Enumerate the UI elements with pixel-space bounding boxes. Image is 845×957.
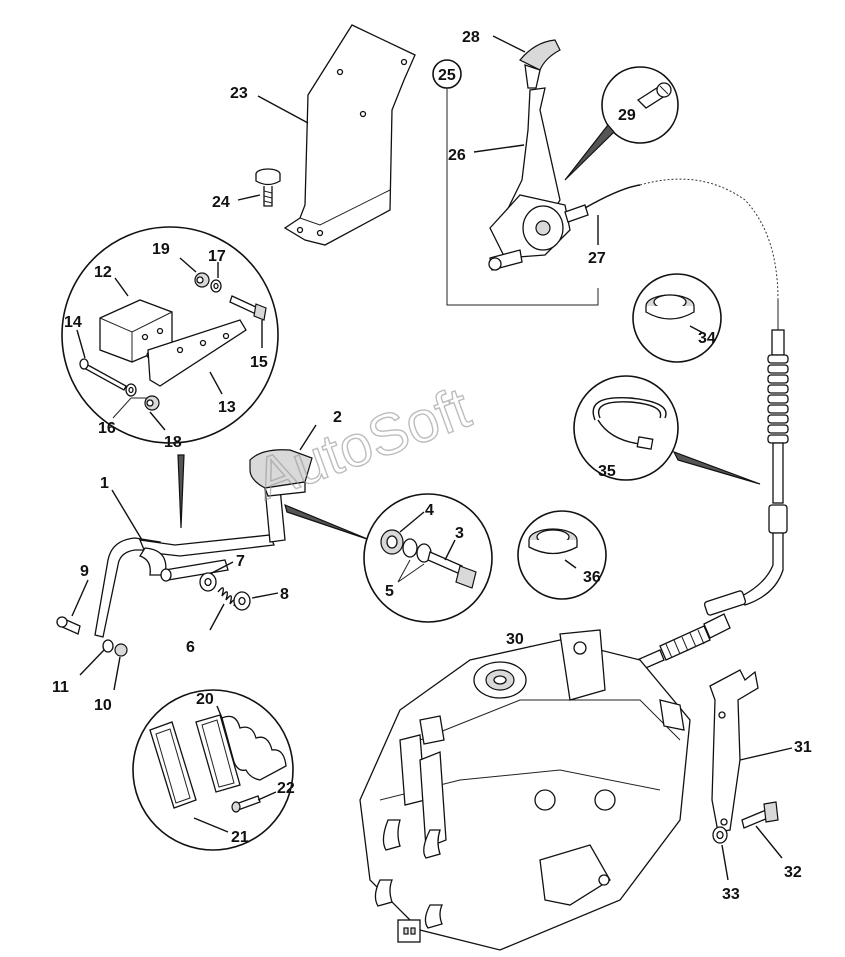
callout-3: 3	[455, 525, 464, 542]
screw-part-24	[255, 168, 281, 207]
bolt-part-3	[427, 551, 477, 589]
screw-part-29	[636, 82, 672, 109]
washer-part-16	[125, 383, 137, 397]
callout-31: 31	[794, 739, 812, 756]
throttle-lever-part-26	[488, 87, 571, 271]
washer-part-11	[102, 639, 114, 653]
callout-30: 30	[506, 631, 524, 648]
pedal-lever-part-1	[94, 487, 286, 638]
boot-part-20	[195, 714, 287, 793]
callout-9: 9	[80, 563, 89, 580]
callout-8: 8	[280, 586, 289, 603]
callout-14: 14	[64, 314, 82, 331]
callout-10: 10	[94, 697, 112, 714]
washer-part-7a	[199, 572, 217, 592]
bolt-part-32	[741, 801, 779, 829]
callout-25: 25	[438, 67, 456, 84]
callout-7: 7	[236, 553, 245, 570]
callout-29: 29	[618, 107, 636, 124]
callout-24: 24	[212, 194, 230, 211]
callout-36: 36	[583, 569, 601, 586]
pivot-pin-part-7	[160, 559, 229, 582]
callout-26: 26	[448, 147, 466, 164]
screw-part-22	[231, 795, 261, 813]
callout-16: 16	[98, 420, 116, 437]
spring-part-6	[217, 587, 237, 607]
nut-part-18	[144, 395, 160, 411]
cable-bellows	[703, 329, 789, 616]
screw-part-14	[79, 358, 127, 391]
callout-11: 11	[52, 679, 69, 696]
callout-35: 35	[598, 463, 616, 480]
callout-19: 19	[152, 241, 170, 258]
grommet-part-34	[645, 294, 695, 320]
callout-23: 23	[230, 85, 248, 102]
callout-15: 15	[250, 354, 268, 371]
washer-part-17	[210, 279, 222, 293]
injection-pump	[359, 629, 691, 951]
callout-21: 21	[231, 829, 249, 846]
callout-5: 5	[385, 583, 394, 600]
washer-part-5	[402, 538, 432, 563]
bolt-part-15	[229, 295, 267, 321]
callout-13: 13	[218, 399, 236, 416]
callout-22: 22	[277, 780, 295, 797]
pedal-pad-part-2	[249, 449, 313, 497]
callout-2: 2	[333, 409, 342, 426]
washer-part-33	[712, 826, 728, 844]
gasket-part-21	[149, 721, 197, 809]
bracket-part-23	[283, 24, 416, 246]
callout-32: 32	[784, 864, 802, 881]
cable-tie-part-35	[592, 396, 667, 450]
callout-33: 33	[722, 886, 740, 903]
callout-17: 17	[208, 248, 226, 265]
callout-27: 27	[588, 250, 606, 267]
lever-part-31	[709, 669, 759, 833]
stud-part-9	[56, 616, 81, 635]
callout-28: 28	[462, 29, 480, 46]
watermark: AutoSoft	[247, 375, 478, 512]
lever-knob-part-28	[519, 39, 561, 89]
callout-1: 1	[100, 475, 109, 492]
clip-part-8	[233, 591, 251, 611]
detail-circle-cable-tie-35	[573, 375, 679, 481]
callout-4: 4	[425, 502, 434, 519]
nut-part-10	[114, 643, 128, 657]
grommet-part-36	[528, 528, 578, 555]
callout-18: 18	[164, 434, 182, 451]
bushing-part-4	[380, 529, 404, 555]
callout-12: 12	[94, 264, 112, 281]
switch-plate-part-13	[147, 319, 247, 387]
callout-20: 20	[196, 691, 214, 708]
callout-6: 6	[186, 639, 195, 656]
throttle-cable-part-27	[564, 178, 779, 330]
callout-34: 34	[698, 330, 716, 347]
nut-part-19	[194, 272, 210, 288]
